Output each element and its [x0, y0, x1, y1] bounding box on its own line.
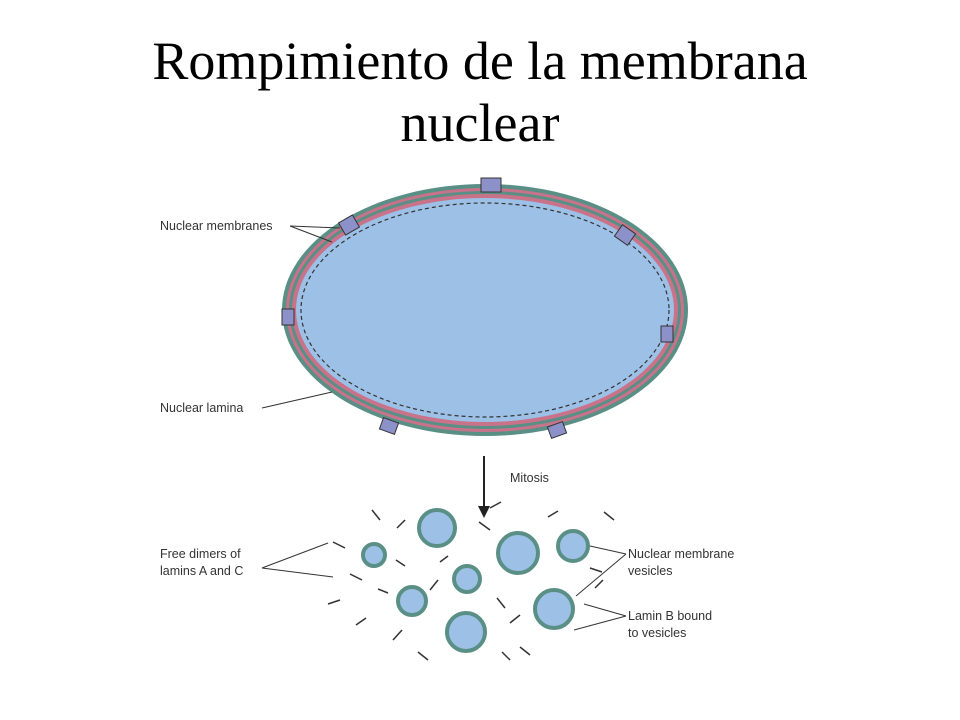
lamin-b-label-line1: Lamin B bound [628, 609, 712, 623]
vesicle [452, 564, 482, 594]
nucleus [281, 177, 688, 440]
nuclear-pore [378, 416, 400, 436]
nuclear-lamina-label: Nuclear lamina [160, 401, 243, 415]
nuclear-membranes-label: Nuclear membranes [160, 219, 273, 233]
vesicle [445, 611, 487, 653]
free-lamin-dimers [327, 501, 615, 661]
leader-line [575, 553, 627, 597]
vesicle [496, 531, 540, 575]
leader-line [589, 545, 627, 555]
nuclear-pore [337, 214, 361, 236]
vesicle [533, 588, 575, 630]
leader-line [573, 615, 627, 631]
vesicle [361, 542, 387, 568]
nuclear-pore [281, 308, 295, 326]
vesicle [396, 585, 428, 617]
vesicle [417, 508, 457, 548]
title-line-2: nuclear [400, 93, 560, 153]
page-title: Rompimiento de la membrana nuclear [0, 30, 960, 154]
vesicle [556, 529, 590, 563]
nuclear-pore [480, 177, 502, 193]
leader-line [261, 391, 333, 409]
vesicles-label-line1: Nuclear membrane [628, 547, 734, 561]
vesicles [361, 508, 590, 653]
title-line-1: Rompimiento de la membrana [152, 31, 808, 91]
leader-line [289, 225, 341, 229]
mitosis-label: Mitosis [510, 471, 549, 485]
leader-line [583, 603, 627, 617]
nuclear-pore [546, 420, 568, 440]
lamin-b-label-line2: to vesicles [628, 626, 686, 640]
leader-line [289, 225, 333, 243]
free-dimers-label-line2: lamins A and C [160, 564, 243, 578]
free-dimers-label-line1: Free dimers of [160, 547, 241, 561]
nuclear-lamina-ring [300, 202, 670, 418]
leader-line [261, 542, 329, 569]
nucleoplasm [296, 198, 674, 422]
nuclear-pore [613, 223, 637, 247]
mitosis-arrowhead [478, 506, 490, 518]
nuclear-pore [660, 325, 674, 343]
vesicles-label-line2: vesicles [628, 564, 672, 578]
leader-line [261, 567, 334, 578]
